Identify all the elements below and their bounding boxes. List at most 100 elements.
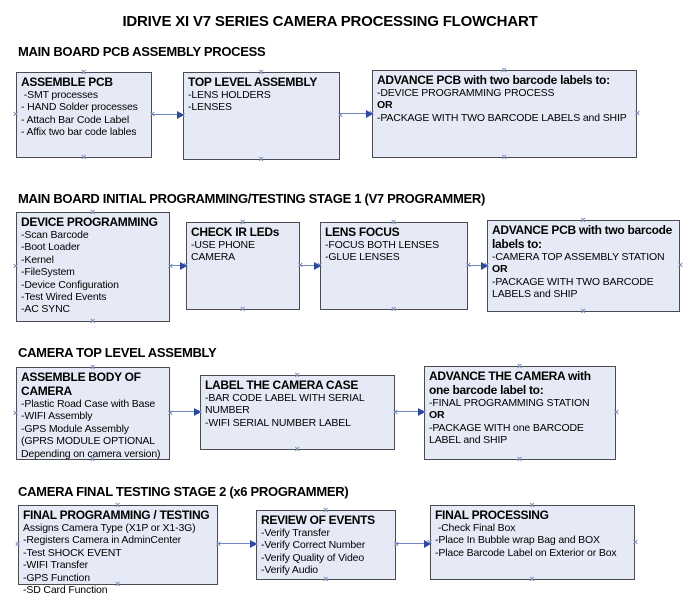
box-item: -Test Wired Events	[21, 291, 107, 304]
flow-arrow-icon	[170, 262, 187, 270]
box-title: REVIEW OF EVENTS	[261, 513, 375, 527]
box-item: -Place Barcode Label on Exterior or Box	[435, 546, 617, 559]
connection-point-icon: ×	[677, 260, 683, 270]
box-item-or: OR	[377, 99, 393, 112]
box-item: -Registers Camera in AdminCenter	[23, 534, 182, 547]
box-item: -FOCUS BOTH LENSES	[325, 239, 439, 251]
connection-point-icon: ×	[634, 108, 640, 118]
box-item: -Test SHOCK EVENT	[23, 546, 122, 559]
box-item: -Device Configuration	[21, 278, 119, 291]
box-title: ADVANCE THE CAMERA with one barcode labe…	[429, 369, 591, 397]
section-heading-pcb-assembly: MAIN BOARD PCB ASSEMBLY PROCESS	[18, 44, 266, 59]
box-title: ADVANCE PCB with two barcode labels to:	[492, 223, 673, 251]
connection-point-icon: ×	[632, 536, 638, 547]
flow-box-lens-focus: LENS FOCUS -FOCUS BOTH LENSES -GLUE LENS…	[317, 218, 471, 314]
box-item: -WIFI Assembly	[21, 410, 93, 423]
connection-point-icon: ×	[580, 306, 586, 316]
box-item: - Affix two bar code lables	[21, 126, 137, 139]
connection-point-icon: ×	[391, 304, 397, 314]
box-item: -BAR CODE LABEL WITH SERIAL NUMBER	[205, 392, 367, 417]
connection-point-icon: ×	[501, 152, 507, 162]
flow-box-review-of-events: REVIEW OF EVENTS -Verify Transfer -Verif…	[253, 506, 399, 584]
box-item-or: OR	[492, 263, 508, 276]
flow-arrow-icon	[300, 262, 321, 270]
connection-point-icon: ×	[13, 261, 19, 271]
box-title: TOP LEVEL ASSEMBLY	[188, 75, 318, 89]
box-item: -Scan Barcode	[21, 229, 89, 241]
box-item: -DEVICE PROGRAMMING PROCESS	[377, 87, 555, 99]
flow-box-final-processing: FINAL PROCESSING -Check Final Box -Place…	[427, 501, 638, 584]
connection-point-icon: ×	[13, 407, 19, 418]
box-title: ASSEMBLE PCB	[21, 75, 113, 89]
box-title: DEVICE PROGRAMMING	[21, 215, 158, 229]
flow-box-advance-camera: ADVANCE THE CAMERA with one barcode labe…	[421, 362, 619, 464]
box-title: CHECK IR LEDs	[191, 225, 280, 239]
flow-box-advance-pcb-2: ADVANCE PCB with two barcode labels to: …	[484, 216, 683, 316]
flow-box-top-level-assembly: TOP LEVEL ASSEMBLY -LENS HOLDERS -LENSES…	[180, 68, 343, 164]
box-item: Depending on camera version)	[21, 447, 161, 460]
flow-arrow-icon	[468, 262, 488, 270]
flow-arrow-icon	[395, 408, 425, 416]
box-item: -GPS Function	[23, 571, 90, 584]
flow-arrow-icon	[396, 540, 431, 548]
section-heading-initial-programming: MAIN BOARD INITIAL PROGRAMMING/TESTING S…	[18, 191, 485, 206]
box-title: FINAL PROGRAMMING / TESTING	[23, 508, 210, 522]
flow-box-advance-pcb-1: ADVANCE PCB with two barcode labels to: …	[369, 66, 640, 162]
box-item: -Verify Correct Number	[261, 539, 366, 552]
box-item: -LENSES	[188, 101, 232, 114]
box-item: -GLUE LENSES	[325, 251, 400, 264]
connection-point-icon: ×	[90, 316, 96, 326]
connection-point-icon: ×	[613, 407, 619, 417]
flow-box-assemble-body: ASSEMBLE BODY OF CAMERA -Plastic Road Ca…	[13, 363, 173, 464]
flow-arrow-icon	[218, 540, 257, 548]
connection-point-icon: ×	[81, 152, 87, 162]
box-item: -FINAL PROGRAMMING STATION	[429, 397, 590, 409]
connection-point-icon: ×	[517, 454, 523, 464]
box-item: -Verify Quality of Video	[261, 551, 365, 564]
box-item: -Check Final Box	[435, 522, 516, 534]
connection-point-icon: ×	[529, 574, 535, 584]
page-title: IDRIVE XI V7 SERIES CAMERA PROCESSING FL…	[122, 13, 538, 30]
box-item: -USE PHONE CAMERA	[191, 239, 258, 264]
flow-box-label-camera-case: LABEL THE CAMERA CASE -BAR CODE LABEL WI…	[197, 371, 398, 454]
box-title: LABEL THE CAMERA CASE	[205, 378, 359, 392]
box-item: -CAMERA TOP ASSEMBLY STATION	[492, 251, 665, 263]
flow-box-assemble-pcb: ASSEMBLE PCB -SMT processes - HAND Solde…	[13, 68, 155, 162]
section-heading-camera-top-assembly: CAMERA TOP LEVEL ASSEMBLY	[18, 345, 217, 360]
box-item: - Attach Bar Code Label	[21, 113, 130, 126]
connection-point-icon: ×	[258, 154, 264, 164]
box-item: -LENS HOLDERS	[188, 89, 271, 101]
box-item: (GPRS MODULE OPTIONAL	[21, 435, 155, 448]
box-item-or: OR	[429, 409, 445, 422]
box-item: -Verify Transfer	[261, 527, 330, 539]
connection-point-icon: ×	[294, 444, 300, 454]
box-title: LENS FOCUS	[325, 225, 400, 239]
box-title: FINAL PROCESSING	[435, 508, 549, 522]
box-item: -PACKAGE WITH TWO BARCODE LABELS and SHI…	[377, 111, 627, 124]
box-item: -PACKAGE WITH one BARCODE LABEL and SHIP	[429, 421, 587, 447]
flow-box-final-programming-testing: FINAL PROGRAMMING / TESTING Assigns Came…	[15, 501, 221, 597]
box-item: -GPS Module Assembly	[21, 422, 129, 435]
flow-arrow-icon	[340, 110, 373, 118]
connection-point-icon: ×	[13, 109, 19, 119]
flow-arrow-icon	[152, 111, 184, 119]
flow-box-check-ir-leds: CHECK IR LEDs -USE PHONE CAMERA ××××	[183, 218, 303, 314]
box-item: -Verify Audio	[261, 564, 318, 577]
box-item: -SD Card Function	[23, 584, 108, 597]
box-item: -Plastic Road Case with Base	[21, 398, 156, 410]
box-item: -FileSystem	[21, 266, 75, 279]
box-item: -Kernel	[21, 253, 54, 266]
connection-point-icon: ×	[15, 539, 21, 549]
flow-box-device-programming: DEVICE PROGRAMMING -Scan Barcode -Boot L…	[13, 208, 173, 326]
box-item: -SMT processes	[21, 89, 98, 101]
box-item: -Boot Loader	[21, 241, 80, 254]
box-title: ASSEMBLE BODY OF CAMERA	[21, 370, 141, 398]
box-item: -PACKAGE WITH TWO BARCODE LABELS and SHI…	[492, 275, 657, 301]
flow-arrow-icon	[170, 408, 201, 416]
box-item: -Place In Bubble wrap Bag and BOX	[435, 534, 600, 547]
box-item: Assigns Camera Type (X1P or X1-3G)	[23, 522, 196, 534]
box-item: -AC SYNC	[21, 303, 70, 316]
box-item: -WIFI Transfer	[23, 559, 88, 572]
box-item: -WIFI SERIAL NUMBER LABEL	[205, 416, 351, 429]
